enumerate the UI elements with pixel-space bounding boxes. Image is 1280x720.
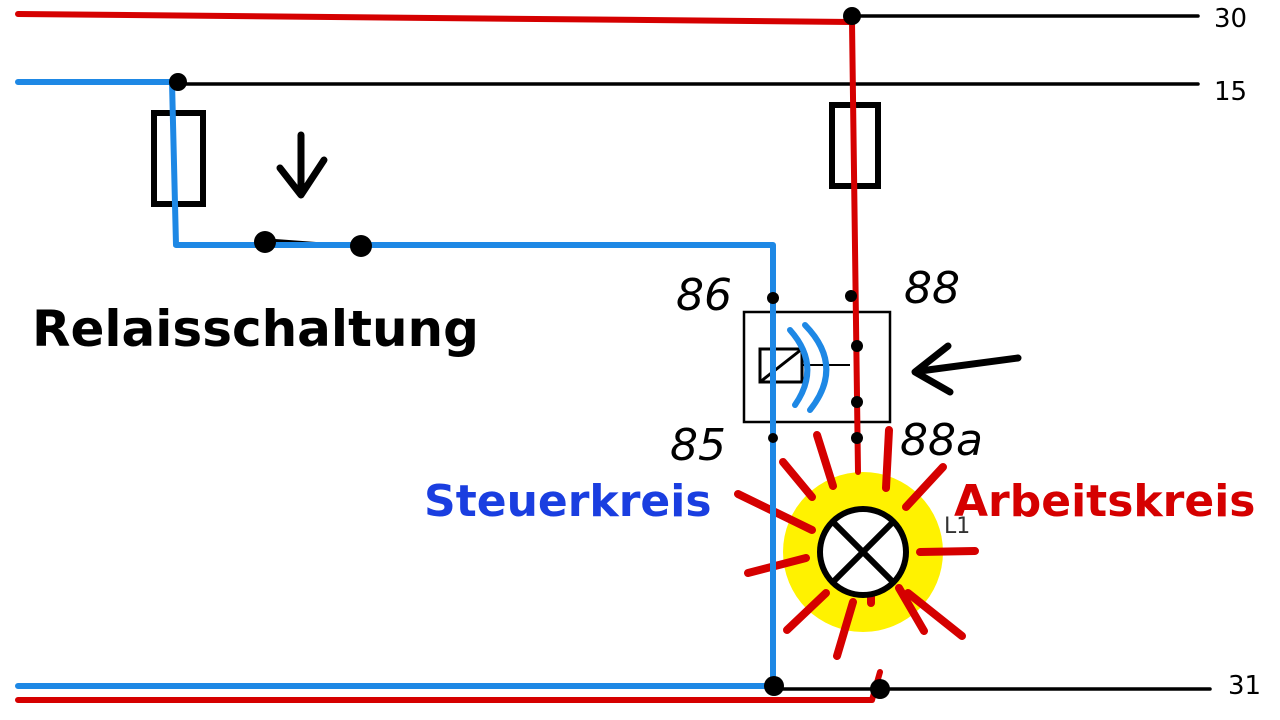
magnet-wave-outer <box>802 322 830 413</box>
terminal-86-label: 86 <box>676 270 732 321</box>
load-circuit-label: Arbeitskreis <box>954 476 1255 527</box>
lamp-label: L1 <box>944 514 970 539</box>
relay-coil-diagonal <box>759 347 803 384</box>
arrow-icon <box>276 131 328 199</box>
relay-housing <box>742 310 892 424</box>
terminal-88a-label: 88a <box>900 415 983 466</box>
base-wiring <box>176 14 1212 691</box>
diagram-title: Relaisschaltung <box>32 300 479 358</box>
relay-icon <box>742 310 892 424</box>
fuse-icon <box>151 110 206 207</box>
rail-label-31: 31 <box>1228 671 1261 701</box>
control-circuit-label: Steuerkreis <box>424 476 712 527</box>
junction-dots <box>169 7 890 699</box>
terminal-88-label: 88 <box>904 263 960 314</box>
lamp-icon <box>817 506 909 598</box>
terminal-85-label: 85 <box>670 420 726 471</box>
rail-label-15: 15 <box>1214 77 1247 107</box>
magnet-wave-inner <box>787 327 811 408</box>
rail-label-30: 30 <box>1214 4 1247 34</box>
control-circuit-wire <box>15 79 776 689</box>
arrow-icon <box>911 342 1022 396</box>
